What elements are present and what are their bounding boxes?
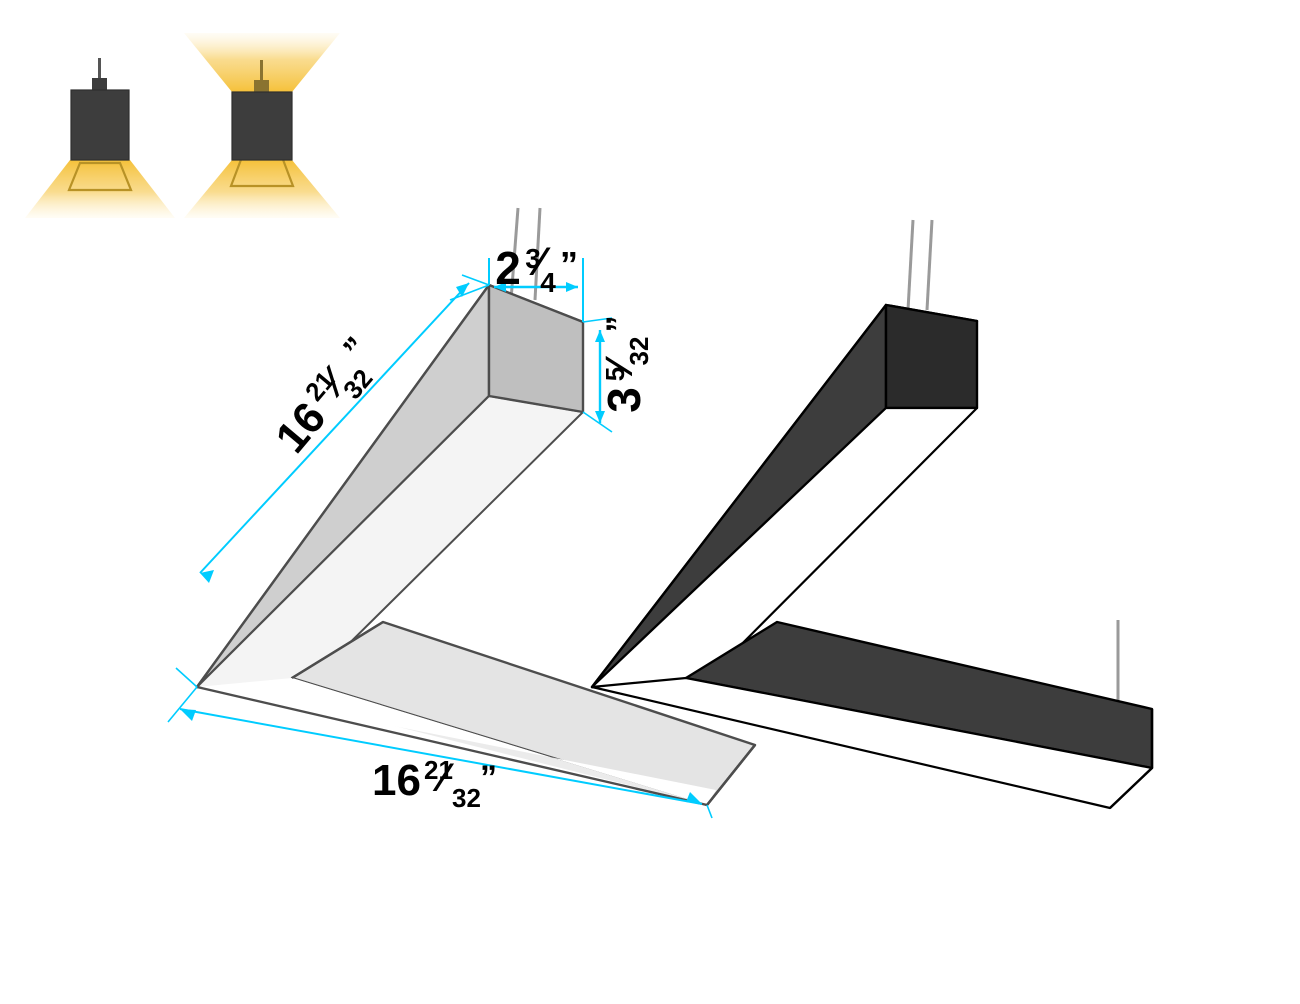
height-dimension: 3 5 ⁄ 32 ” <box>582 316 654 433</box>
bottom-arm-dim-line <box>179 708 703 805</box>
downlight-distribution-icon <box>25 58 175 218</box>
white-l-fixture <box>195 207 757 807</box>
left-arm-ext-line-bottom <box>175 667 198 688</box>
left-arm-unit: ” <box>336 330 376 367</box>
width-unit: ” <box>560 244 578 285</box>
white-fixture-endcap <box>487 283 585 414</box>
updownlight-body <box>231 91 293 161</box>
bottom-arm-arrow-right <box>686 792 702 804</box>
height-value-numerator: 5 <box>600 367 630 381</box>
left-arm-ext-line-top <box>461 274 490 286</box>
bottom-arm-unit: ” <box>480 759 497 797</box>
bottom-arm-value-whole: 16 <box>372 756 421 805</box>
black-fixture-cable-2 <box>925 219 934 311</box>
height-unit: ” <box>600 316 638 333</box>
black-bottom-arm-far-end <box>1109 709 1154 809</box>
height-arrow-top <box>595 330 605 342</box>
bottom-arm-ext-line-left <box>167 686 198 723</box>
downlight-reflector-outline <box>67 161 133 192</box>
bottom-arm-ext-line-right <box>706 804 713 819</box>
downlight-canopy <box>92 78 107 92</box>
downlight-body <box>70 89 130 161</box>
bottom-arm-value-denominator: 32 <box>452 783 481 813</box>
white-fixture-cable-2 <box>533 207 542 301</box>
bottom-arm-value-numerator: 21 <box>424 755 453 785</box>
black-fixture-endcap <box>884 303 979 410</box>
left-arm-arrow-bottom <box>200 570 214 583</box>
updownlight-cable <box>260 60 263 90</box>
height-ext-line-bottom <box>582 411 613 433</box>
white-bottom-arm-outer-top <box>197 678 716 805</box>
left-arm-value-denominator: 32 <box>337 363 379 404</box>
updownlight-canopy <box>254 80 269 92</box>
height-arrow-bottom <box>595 411 605 423</box>
height-value-whole: 3 <box>598 387 650 413</box>
left-arm-value-whole: 16 <box>266 393 335 462</box>
left-arm-arrow-top <box>456 283 469 297</box>
width-dimension: 2 3 ⁄ 4 ” <box>449 240 584 322</box>
height-ext-line-top <box>582 317 613 323</box>
updown-light-distribution-icon <box>184 33 340 218</box>
width-arrow-right <box>566 282 578 292</box>
white-inner-corner-edge <box>291 620 384 680</box>
black-fixture-cable-1 <box>906 219 915 311</box>
left-arm-dim-line <box>199 282 470 574</box>
width-value-numerator: 3 <box>525 243 541 274</box>
updownlight-beam-down <box>184 160 340 218</box>
width-value-whole: 2 <box>495 242 521 294</box>
width-value-denominator: 4 <box>540 267 556 298</box>
width-arrow-left <box>494 282 506 292</box>
white-fixture-cable-1 <box>509 207 520 301</box>
white-bottom-arm-far-end <box>706 744 756 806</box>
downlight-cable <box>98 58 101 88</box>
bottom-arm-arrow-left <box>180 709 196 721</box>
height-value-denominator: 32 <box>624 337 654 366</box>
black-l-fixture <box>590 219 1154 810</box>
